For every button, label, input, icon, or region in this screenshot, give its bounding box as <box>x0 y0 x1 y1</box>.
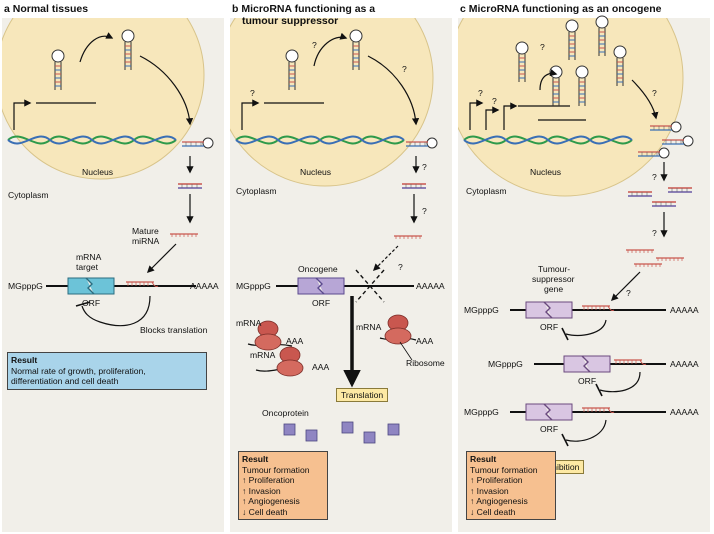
aaaaa-label-b: AAAAA <box>416 281 445 291</box>
cytoplasm-label-c: Cytoplasm <box>466 186 507 196</box>
mgpppg-label-c3: MGpppG <box>464 407 499 417</box>
orf-label-b: ORF <box>312 298 331 308</box>
tsg-label-line3: gene <box>544 284 564 294</box>
orf-label-a: ORF <box>82 298 101 308</box>
aaa-label-b3: AAA <box>416 336 434 346</box>
result-c-line3: ↑ Invasion <box>470 485 509 496</box>
orf-c1 <box>525 301 573 319</box>
mrna-label-b1: mRNA <box>236 318 262 328</box>
panel-b-title-line2: tumour suppressor <box>242 15 339 27</box>
orf-b <box>297 277 345 295</box>
result-b-line5: ↓ Cell death <box>242 506 288 517</box>
orf-label-c3: ORF <box>540 424 559 434</box>
panel-a-title: a Normal tissues <box>4 3 88 15</box>
tsg-label-line1: Tumour- <box>538 264 571 274</box>
orf-label-c1: ORF <box>540 322 559 332</box>
orf-label-c2: ORF <box>578 376 597 386</box>
nucleus-c <box>458 18 684 197</box>
question-c7: ? <box>626 288 631 298</box>
mature-mirna-label-line1: Mature <box>132 226 159 236</box>
nucleus-b <box>230 18 434 187</box>
mrna-target-label-line1: mRNA <box>76 252 102 262</box>
result-b-line3: ↑ Invasion <box>242 485 281 496</box>
mgpppg-label-b: MGpppG <box>236 281 271 291</box>
result-c-line5: ↓ Cell death <box>470 506 516 517</box>
result-title-b: Result <box>242 454 269 464</box>
question-c3: ? <box>492 96 497 106</box>
result-c-line4: ↑ Angiogenesis <box>470 496 528 506</box>
question-c5: ? <box>652 172 657 182</box>
question-b1: ? <box>312 40 317 50</box>
panel-a-title-text: Normal tissues <box>12 3 89 15</box>
question-b5: ? <box>422 206 427 216</box>
panel-c-title-text: MicroRNA functioning as an oncogene <box>468 3 662 15</box>
aaaaa-label-c3: AAAAA <box>670 407 699 417</box>
mgpppg-label-a: MGpppG <box>8 281 43 291</box>
aaa-label-b1: AAA <box>286 336 304 346</box>
question-c6: ? <box>652 228 657 238</box>
panel-b-title-line1: MicroRNA functioning as a <box>241 3 376 15</box>
question-c2: ? <box>478 88 483 98</box>
panel-b-letter: b <box>232 3 239 15</box>
panel-c-letter: c <box>460 3 466 15</box>
aaaaa-label-a: AAAAA <box>190 281 219 291</box>
result-title-a: Result <box>11 355 38 365</box>
question-b4: ? <box>422 162 427 172</box>
mrna-target-label-line2: target <box>76 262 98 272</box>
result-c-line2: ↑ Proliferation <box>470 475 523 485</box>
promoter-arrow-a <box>13 99 32 130</box>
result-box-b: Result Tumour formation ↑ Proliferation … <box>238 451 328 520</box>
result-c-line1: Tumour formation <box>470 464 538 475</box>
result-box-a: Result Normal rate of growth, proliferat… <box>7 352 207 390</box>
question-b3: ? <box>402 64 407 74</box>
orf-a <box>67 277 115 295</box>
panel-c-drawing <box>463 15 694 447</box>
mature-mirna-label-line2: miRNA <box>132 236 160 246</box>
result-title-c: Result <box>470 454 497 464</box>
nucleus-label-b: Nucleus <box>300 167 332 177</box>
aaaaa-label-c1: AAAAA <box>670 305 699 315</box>
question-c1: ? <box>540 42 545 52</box>
tsg-label-line2: suppressor <box>532 274 575 284</box>
oncogene-label: Oncogene <box>298 264 338 274</box>
result-b-line2: ↑ Proliferation <box>242 475 295 485</box>
oncoprotein-square <box>283 423 296 436</box>
mrna-label-b2: mRNA <box>250 350 276 360</box>
aaa-label-b2: AAA <box>312 362 330 372</box>
nucleus-label-a: Nucleus <box>82 167 114 177</box>
oncoprotein-label: Oncoprotein <box>262 408 309 418</box>
mgpppg-label-c2: MGpppG <box>488 359 523 369</box>
question-b6: ? <box>398 262 403 272</box>
panel-a-letter: a <box>4 3 10 15</box>
result-a-line2: differentiation and cell death <box>11 376 119 386</box>
result-b-line1: Tumour formation <box>242 464 310 475</box>
result-a-line1: Normal rate of growth, proliferation, <box>11 365 146 376</box>
question-b2: ? <box>250 88 255 98</box>
aaaaa-label-c2: AAAAA <box>670 359 699 369</box>
blocks-translation-label: Blocks translation <box>140 325 208 335</box>
result-box-c: Result Tumour formation ↑ Proliferation … <box>466 451 556 520</box>
result-b-line4: ↑ Angiogenesis <box>242 496 300 506</box>
nucleus-label-c: Nucleus <box>530 167 562 177</box>
panel-b-drawing <box>235 29 438 444</box>
panel-a-drawing <box>7 29 214 327</box>
cytoplasm-label-b: Cytoplasm <box>236 186 277 196</box>
translation-tag: Translation <box>336 388 389 402</box>
panel-c-title: c MicroRNA functioning as an oncogene <box>460 3 661 15</box>
cytoplasm-label-a: Cytoplasm <box>8 190 49 200</box>
mrna-label-b3: mRNA <box>356 322 382 332</box>
mgpppg-label-c1: MGpppG <box>464 305 499 315</box>
question-c4: ? <box>652 88 657 98</box>
ribosome-label: Ribosome <box>406 358 445 368</box>
